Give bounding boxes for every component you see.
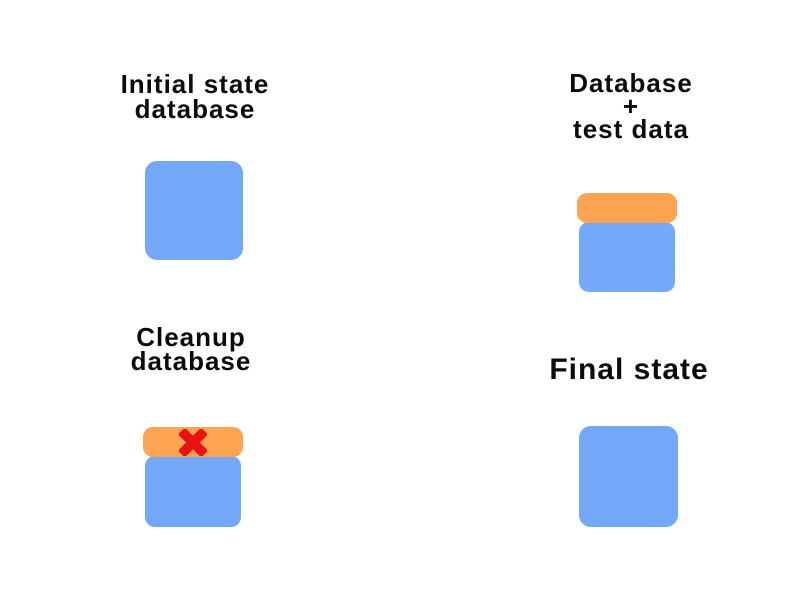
final-database-shape [579,426,678,527]
label-line: Final state [549,353,709,386]
cleanup-database-shape [143,427,243,527]
label-line: test data [573,114,689,144]
label-line: + [622,91,640,121]
label-line: Initial state [120,69,270,99]
label-line: Database [569,68,693,98]
database-body [145,456,241,527]
initial-database-shape [145,161,243,260]
label-line: database [134,94,256,124]
database-with-test-data-shape [577,193,677,292]
test-data-band [577,193,677,223]
delete-x-icon [179,428,207,456]
label-final-state: Final state [529,353,729,386]
label-line: database [130,346,252,376]
label-database-plus-test-data: Database + test data [531,68,731,144]
database-body [579,222,675,292]
label-cleanup-database: Cleanup database [91,322,291,376]
label-initial-state: Initial state database [95,69,295,124]
label-line: Cleanup [136,322,246,352]
